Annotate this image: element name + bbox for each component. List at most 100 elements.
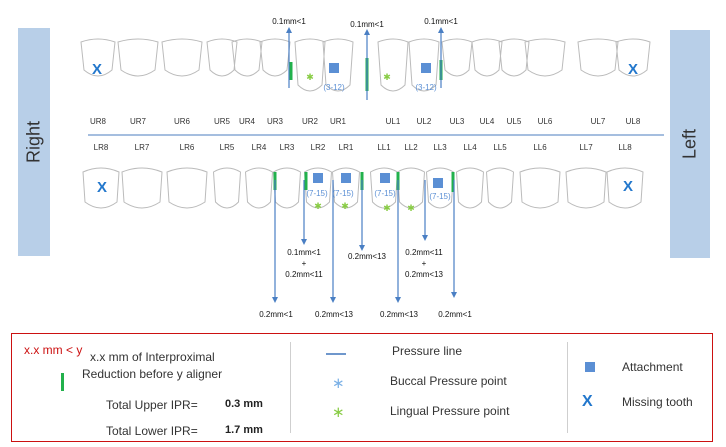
ipr-description-line1: x.x mm of Interproximal <box>90 350 215 364</box>
missing-tooth-mark: X <box>623 178 633 195</box>
lower-tooth-outline <box>272 167 302 209</box>
lower-tooth-outline <box>565 167 607 209</box>
lower-attachment-stage: (7-15) <box>332 189 354 198</box>
buccal-point-icon: ∗ <box>332 375 345 392</box>
upper-ipr-label: 0.1mm<1 <box>424 17 458 26</box>
lower-tooth-outline <box>425 167 455 209</box>
missing-tooth-mark: X <box>92 61 102 78</box>
lower-tooth-outline <box>244 167 274 209</box>
lower-tooth-code: LL7 <box>579 143 593 152</box>
upper-tooth-code: UR1 <box>330 117 347 126</box>
lower-tooth-code: LL1 <box>377 143 391 152</box>
missing-tooth-mark: X <box>97 179 107 196</box>
lower-ipr-label: 0.2mm<13 <box>348 252 387 261</box>
lower-ipr-label: 0.1mm<1 <box>287 248 321 257</box>
lower-ipr-label: 0.2mm<13 <box>405 270 444 279</box>
lower-tooth-code: LL6 <box>533 143 547 152</box>
buccal-point-legend-label: Buccal Pressure point <box>390 374 507 388</box>
lower-tooth-code: LR2 <box>311 143 326 152</box>
lower-tooth-outline <box>485 167 515 209</box>
lower-ipr-label: 0.2mm<13 <box>380 310 419 319</box>
total-lower-ipr-label: Total Lower IPR= <box>106 424 198 438</box>
lower-tooth-code: LR6 <box>180 143 195 152</box>
lower-tooth-outline <box>519 167 561 209</box>
ipr-mark-icon <box>61 373 64 391</box>
lower-tooth-code: LR5 <box>220 143 235 152</box>
attachment-legend-label: Attachment <box>622 360 683 374</box>
missing-tooth-mark: X <box>628 61 638 78</box>
attachment-mark <box>313 173 323 183</box>
upper-tooth-code: UL7 <box>591 117 606 126</box>
upper-tooth-outline <box>441 38 473 77</box>
upper-tooth-code: UR5 <box>214 117 231 126</box>
lower-tooth-outline <box>82 167 120 209</box>
legend-divider <box>290 342 291 433</box>
lingual-pressure-point: ✱ <box>341 201 349 211</box>
lower-tooth-outline <box>121 167 163 209</box>
pressure-line-legend-label: Pressure line <box>392 344 463 358</box>
upper-tooth-code: UR7 <box>130 117 147 126</box>
lower-tooth-outline <box>331 167 361 209</box>
lingual-pressure-point: ✱ <box>383 203 391 213</box>
attachment-mark <box>380 173 390 183</box>
upper-tooth-outline <box>80 38 116 77</box>
lower-ipr-label: 0.2mm<11 <box>285 270 323 279</box>
upper-tooth-outline <box>117 38 159 77</box>
attachment-mark <box>421 63 431 73</box>
upper-tooth-code: UL1 <box>386 117 401 126</box>
upper-tooth-outline <box>408 38 440 92</box>
lower-ipr-label: 0.2mm<1 <box>259 310 293 319</box>
lingual-pressure-point: ✱ <box>314 201 322 211</box>
upper-tooth-code: UL6 <box>538 117 553 126</box>
missing-tooth-icon: X <box>582 393 593 410</box>
lingual-point-icon: ∗ <box>332 404 345 421</box>
lower-tooth-outline <box>396 167 426 209</box>
upper-tooth-code: UL5 <box>507 117 522 126</box>
lower-tooth-code: LR4 <box>252 143 267 152</box>
upper-tooth-code: UR8 <box>90 117 107 126</box>
total-upper-ipr-value: 0.3 mm <box>225 398 263 410</box>
missing-tooth-legend-label: Missing tooth <box>622 395 693 409</box>
upper-tooth-outline <box>524 38 566 77</box>
lower-tooth-code: LR8 <box>94 143 109 152</box>
upper-tooth-outline <box>615 38 651 77</box>
upper-ipr-label: 0.1mm<1 <box>350 20 384 29</box>
attachment-mark <box>433 178 443 188</box>
ipr-notation: x.x mm < y <box>24 343 83 357</box>
upper-tooth-code: UR6 <box>174 117 191 126</box>
legend-divider <box>567 342 568 433</box>
upper-tooth-outline <box>231 38 263 77</box>
lingual-point-legend-label: Lingual Pressure point <box>390 404 510 418</box>
ipr-description-line2: Reduction before y aligner <box>82 367 223 381</box>
legend-box: x.x mm < y x.x mm of Interproximal Reduc… <box>11 333 713 442</box>
lower-tooth-code: LL3 <box>433 143 447 152</box>
upper-tooth-code: UR2 <box>302 117 319 126</box>
lower-attachment-stage: (7-15) <box>429 192 451 201</box>
lower-tooth-outline <box>212 167 242 209</box>
lingual-pressure-point: ✱ <box>306 72 314 82</box>
lower-ipr-label: + <box>302 259 307 268</box>
attachment-icon <box>585 362 595 372</box>
right-side-bar: Right <box>18 28 50 256</box>
pressure-line-icon <box>326 353 346 355</box>
lower-tooth-outline <box>606 167 644 209</box>
total-lower-ipr-value: 1.7 mm <box>225 424 263 436</box>
attachment-mark <box>341 173 351 183</box>
lower-tooth-code: LR7 <box>135 143 150 152</box>
upper-tooth-outline <box>206 38 238 77</box>
upper-tooth-outline <box>161 38 203 77</box>
lower-attachment-stage: (7-15) <box>306 189 328 198</box>
lower-tooth-code: LR1 <box>339 143 354 152</box>
lower-tooth-code: LL2 <box>404 143 418 152</box>
lower-tooth-outline <box>166 167 208 209</box>
lower-tooth-code: LL5 <box>493 143 507 152</box>
lower-ipr-label: 0.2mm<1 <box>438 310 472 319</box>
upper-ipr-label: 0.1mm<1 <box>272 17 306 26</box>
upper-tooth-outline <box>322 38 354 92</box>
upper-tooth-outline <box>259 38 291 77</box>
lower-tooth-code: LR3 <box>280 143 295 152</box>
total-upper-ipr-label: Total Upper IPR= <box>106 398 198 412</box>
lower-tooth-code: LL8 <box>618 143 632 152</box>
upper-tooth-outline <box>471 38 503 77</box>
